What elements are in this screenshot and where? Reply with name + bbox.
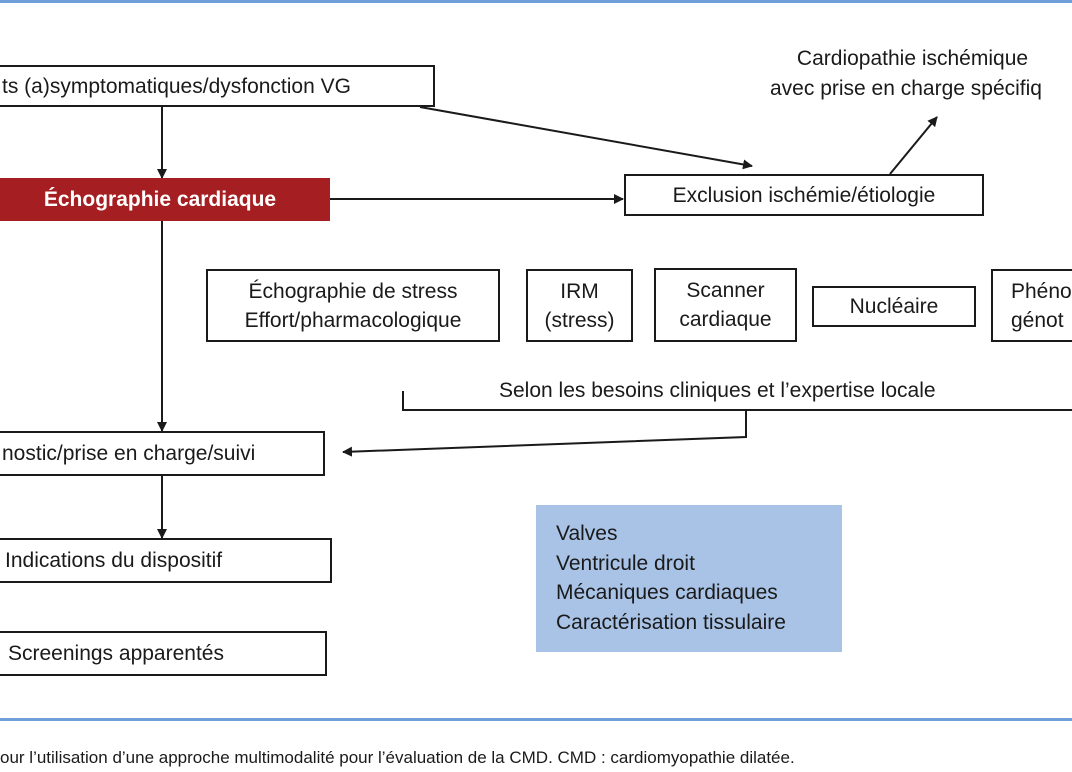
indications-box: Indications du dispositif xyxy=(0,538,332,583)
panel-item: Mécaniques cardiaques xyxy=(556,581,778,604)
screenings-box: Screenings apparentés xyxy=(0,631,327,676)
figure-caption: our l’utilisation d’une approche multimo… xyxy=(0,748,795,767)
diagnostic-box: nostic/prise en charge/suivi xyxy=(0,431,325,476)
stress-echo-line-1: Échographie de stress xyxy=(248,279,458,303)
arrow-patients-to-exclusion xyxy=(419,106,753,170)
screenings-label: Screenings apparentés xyxy=(8,642,224,665)
panel-item: Ventricule droit xyxy=(556,551,695,575)
stress-echo-line-2: Effort/pharmacologique xyxy=(244,308,462,332)
exclusion-label: Exclusion ischémie/étiologie xyxy=(672,183,936,207)
scanner-box: Scanner cardiaque xyxy=(654,268,797,342)
echo-parameters-panel: Valves Ventricule droit Mécaniques cardi… xyxy=(536,505,842,652)
echo-box: Échographie cardiaque xyxy=(0,178,330,221)
selon-label: Selon les besoins cliniques et l’experti… xyxy=(499,379,936,402)
indications-label: Indications du dispositif xyxy=(5,549,223,572)
pheno-line-2: génot xyxy=(1011,308,1064,332)
arrow-bracket-to-diagnostic xyxy=(342,410,747,457)
panel-item: Caractérisation tissulaire xyxy=(556,610,786,634)
pheno-line-1: Phéno xyxy=(1011,279,1072,303)
scanner-line-1: Scanner xyxy=(686,279,765,302)
bracket-modalities xyxy=(402,391,1072,411)
exclusion-box: Exclusion ischémie/étiologie xyxy=(624,174,984,216)
nucleaire-label: Nucléaire xyxy=(849,295,939,318)
irm-box: IRM (stress) xyxy=(526,269,633,342)
nucleaire-box: Nucléaire xyxy=(812,286,976,327)
patients-box: ts (a)symptomatiques/dysfonction VG xyxy=(0,65,435,107)
ischemic-line-1: Cardiopathie ischémique xyxy=(796,47,1029,70)
ischemic-line-2: avec prise en charge spécifiq xyxy=(770,77,1042,100)
ischemic-outcome-text: Cardiopathie ischémique avec prise en ch… xyxy=(765,44,1072,104)
echo-label: Échographie cardiaque xyxy=(43,188,277,211)
stress-echo-box: Échographie de stress Effort/pharmacolog… xyxy=(206,269,500,342)
top-rule xyxy=(0,0,1072,3)
panel-item: Valves xyxy=(556,522,618,545)
scanner-line-2: cardiaque xyxy=(679,308,772,331)
patients-label: ts (a)symptomatiques/dysfonction VG xyxy=(2,74,351,98)
bottom-rule xyxy=(0,718,1072,721)
diagnostic-label: nostic/prise en charge/suivi xyxy=(2,442,256,465)
arrow-exclusion-to-ischemic xyxy=(889,116,938,175)
irm-line-2: (stress) xyxy=(544,308,615,332)
pheno-box: Phéno génot xyxy=(991,269,1072,342)
irm-line-1: IRM xyxy=(560,279,599,303)
